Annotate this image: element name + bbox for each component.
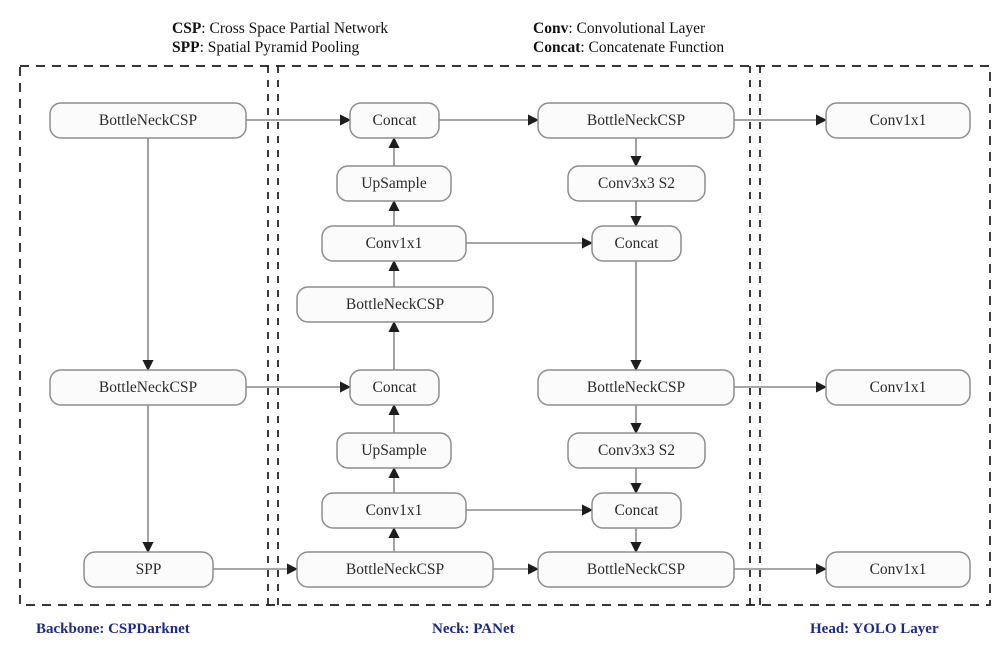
node-nk-upsample-1[interactable]: UpSample xyxy=(336,165,452,202)
legend-abbr-conv: Conv xyxy=(533,20,569,37)
node-box xyxy=(349,369,440,406)
legend-expansion-concat: Concatenate Function xyxy=(588,39,725,56)
node-box xyxy=(537,551,735,588)
edge-layer xyxy=(142,114,828,575)
node-hd-conv-2[interactable]: Conv1x1 xyxy=(825,369,971,406)
node-label: Concat xyxy=(615,502,660,519)
section-label-neck: Neck: PANet xyxy=(432,621,515,637)
legend-expansion-conv: Convolutional Layer xyxy=(576,20,706,37)
node-box xyxy=(336,432,452,469)
node-nk-conv-1[interactable]: Conv1x1 xyxy=(321,225,467,262)
node-box xyxy=(537,102,735,139)
node-box xyxy=(49,369,247,406)
node-box xyxy=(825,551,971,588)
legend-abbr-spp: SPP xyxy=(172,39,200,56)
node-nk-csp-3[interactable]: BottleNeckCSP xyxy=(537,102,735,139)
legend-right-line-2: Concat: Concatenate Function xyxy=(533,39,724,57)
node-box xyxy=(591,492,682,529)
node-box xyxy=(567,165,706,202)
node-nk-csp-5[interactable]: BottleNeckCSP xyxy=(537,551,735,588)
node-box xyxy=(825,369,971,406)
node-box xyxy=(321,225,467,262)
outer-frame xyxy=(19,65,991,606)
node-label: UpSample xyxy=(361,442,427,459)
legend-left-line-1: CSP: Cross Space Partial Network xyxy=(172,20,388,38)
node-box xyxy=(296,551,494,588)
node-label: Conv3x3 S2 xyxy=(598,175,675,192)
node-layer: BottleNeckCSPBottleNeckCSPSPPConcatUpSam… xyxy=(49,102,971,588)
node-bb-csp-1[interactable]: BottleNeckCSP xyxy=(49,102,247,139)
legend-right-line-1: Conv: Convolutional Layer xyxy=(533,20,705,38)
node-label: BottleNeckCSP xyxy=(587,561,685,578)
node-label: Concat xyxy=(615,235,660,252)
legend-expansion-csp: Cross Space Partial Network xyxy=(209,20,389,37)
section-frame xyxy=(19,65,991,606)
node-box xyxy=(321,492,467,529)
node-bb-csp-2[interactable]: BottleNeckCSP xyxy=(49,369,247,406)
node-nk-conv3-1[interactable]: Conv3x3 S2 xyxy=(567,165,706,202)
node-nk-csp-2[interactable]: BottleNeckCSP xyxy=(296,551,494,588)
node-label: Conv1x1 xyxy=(366,502,423,519)
node-box xyxy=(537,369,735,406)
node-nk-concat-3[interactable]: Concat xyxy=(591,225,682,262)
node-box xyxy=(825,102,971,139)
node-nk-csp-4[interactable]: BottleNeckCSP xyxy=(537,369,735,406)
node-nk-conv-2[interactable]: Conv1x1 xyxy=(321,492,467,529)
legend-abbr-csp: CSP xyxy=(172,20,202,37)
node-nk-conv3-2[interactable]: Conv3x3 S2 xyxy=(567,432,706,469)
node-nk-concat-4[interactable]: Concat xyxy=(591,492,682,529)
node-box xyxy=(296,286,494,323)
node-box xyxy=(49,102,247,139)
node-label: SPP xyxy=(136,561,162,578)
node-box xyxy=(336,165,452,202)
node-nk-concat-1[interactable]: Concat xyxy=(349,102,440,139)
node-box xyxy=(591,225,682,262)
node-label: Concat xyxy=(373,112,418,129)
node-nk-concat-2[interactable]: Concat xyxy=(349,369,440,406)
section-label-head: Head: YOLO Layer xyxy=(810,621,939,637)
section-label-backbone: Backbone: CSPDarknet xyxy=(36,621,190,637)
node-nk-upsample-2[interactable]: UpSample xyxy=(336,432,452,469)
node-label: BottleNeckCSP xyxy=(346,561,444,578)
node-label: BottleNeckCSP xyxy=(99,112,197,129)
legend-expansion-spp: Spatial Pyramid Pooling xyxy=(207,39,360,56)
node-label: BottleNeckCSP xyxy=(99,379,197,396)
legend-left-line-2: SPP: Spatial Pyramid Pooling xyxy=(172,39,359,57)
node-box xyxy=(567,432,706,469)
node-label: Concat xyxy=(373,379,418,396)
node-label: Conv3x3 S2 xyxy=(598,442,675,459)
node-box xyxy=(83,551,214,588)
section-dividers xyxy=(267,66,761,605)
node-box xyxy=(349,102,440,139)
node-label: Conv1x1 xyxy=(366,235,423,252)
node-hd-conv-3[interactable]: Conv1x1 xyxy=(825,551,971,588)
node-bb-spp[interactable]: SPP xyxy=(83,551,214,588)
node-hd-conv-1[interactable]: Conv1x1 xyxy=(825,102,971,139)
node-label: Conv1x1 xyxy=(870,112,927,129)
legend-sep-spp: : xyxy=(199,39,208,56)
node-label: UpSample xyxy=(361,175,427,192)
node-label: Conv1x1 xyxy=(870,379,927,396)
node-label: BottleNeckCSP xyxy=(346,296,444,313)
legend-sep-conv: : xyxy=(568,20,577,37)
node-label: BottleNeckCSP xyxy=(587,379,685,396)
legend-abbr-concat: Concat xyxy=(533,39,581,56)
node-nk-csp-1[interactable]: BottleNeckCSP xyxy=(296,286,494,323)
node-label: BottleNeckCSP xyxy=(587,112,685,129)
legend-sep-csp: : xyxy=(201,20,210,37)
legend-sep-concat: : xyxy=(580,39,589,56)
node-label: Conv1x1 xyxy=(870,561,927,578)
